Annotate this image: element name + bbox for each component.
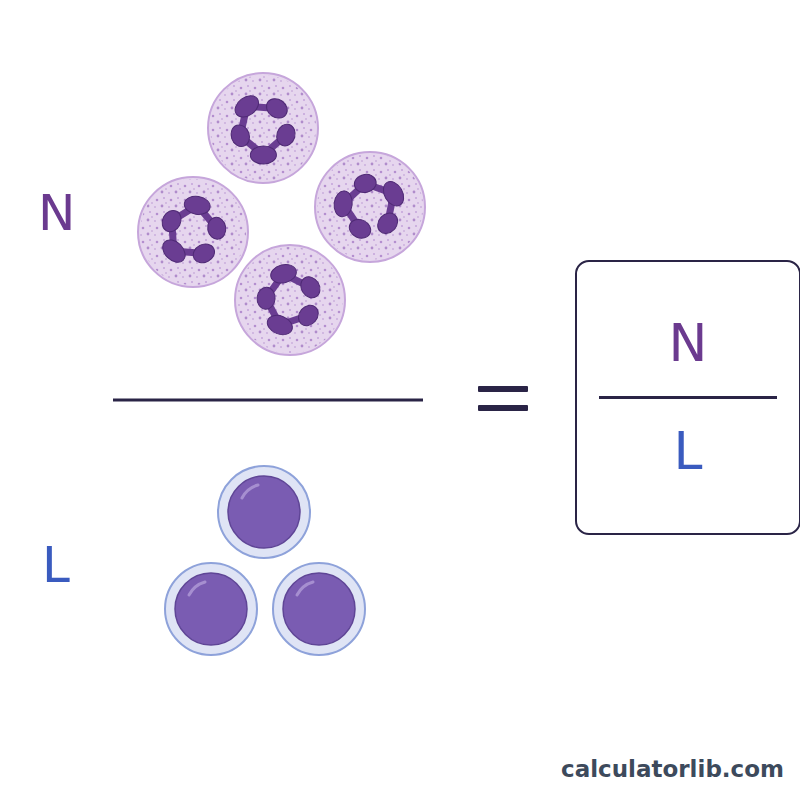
nucleus-lobe: [256, 287, 276, 310]
nucleus-highlight: [242, 485, 258, 498]
nucleus-lobe: [159, 207, 185, 235]
neutrophil: [235, 245, 345, 355]
neutrophil: [208, 73, 318, 183]
neutrophil: [315, 152, 425, 262]
cell-membrane: [218, 466, 310, 558]
denominator-letter: L: [42, 540, 70, 590]
cell-nucleus: [175, 573, 247, 645]
nucleus-lobe: [264, 312, 295, 338]
neutrophil: [138, 177, 248, 287]
lymphocyte: [165, 563, 257, 655]
cell-nucleus: [283, 573, 355, 645]
lymphocyte-cells: [165, 466, 365, 655]
lymphocyte: [273, 563, 365, 655]
cell-granules: [210, 75, 316, 181]
lymphocyte: [218, 466, 310, 558]
nucleus-lobe: [158, 236, 189, 267]
nucleus-lobe: [190, 240, 218, 266]
nucleus-lobe: [274, 122, 298, 148]
cell-membrane: [235, 245, 345, 355]
nucleus-lobe: [183, 194, 212, 216]
cell-membrane: [138, 177, 248, 287]
equals-bar: [478, 405, 528, 411]
nucleus-lobe: [333, 190, 354, 218]
nucleus-highlight: [297, 582, 313, 595]
nucleus-lobe: [228, 122, 252, 149]
cell-granules: [317, 154, 423, 260]
nucleus-lobe: [353, 172, 378, 194]
cell-membrane: [208, 73, 318, 183]
fraction-line: [113, 399, 423, 402]
nucleus-lobe: [269, 262, 299, 286]
nucleus-lobe: [206, 216, 227, 241]
equals-bar: [478, 386, 528, 392]
nucleus-highlight: [189, 582, 205, 595]
neutrophil-cells: [138, 73, 425, 355]
cell-granules: [237, 247, 343, 353]
nucleus-lobe: [297, 273, 324, 301]
cell-membrane: [165, 563, 257, 655]
numerator-text: N: [577, 317, 799, 369]
nucleus-lobe: [250, 146, 276, 164]
nucleus-lobe: [346, 216, 373, 242]
denominator-text: L: [577, 425, 799, 477]
cell-membrane: [315, 152, 425, 262]
watermark: calculatorlib.com: [561, 758, 784, 781]
cell-nucleus: [228, 476, 300, 548]
nucleus-lobe: [379, 178, 407, 209]
nucleus-lobe: [263, 95, 291, 122]
fraction-bar: [599, 396, 777, 399]
nucleus-lobe: [231, 91, 263, 121]
nucleus-lobe: [294, 301, 322, 329]
ratio-box: NL: [575, 260, 800, 535]
cell-membrane: [273, 563, 365, 655]
nucleus-lobe: [374, 209, 402, 237]
numerator-letter: N: [38, 188, 75, 238]
cell-granules: [140, 179, 246, 285]
